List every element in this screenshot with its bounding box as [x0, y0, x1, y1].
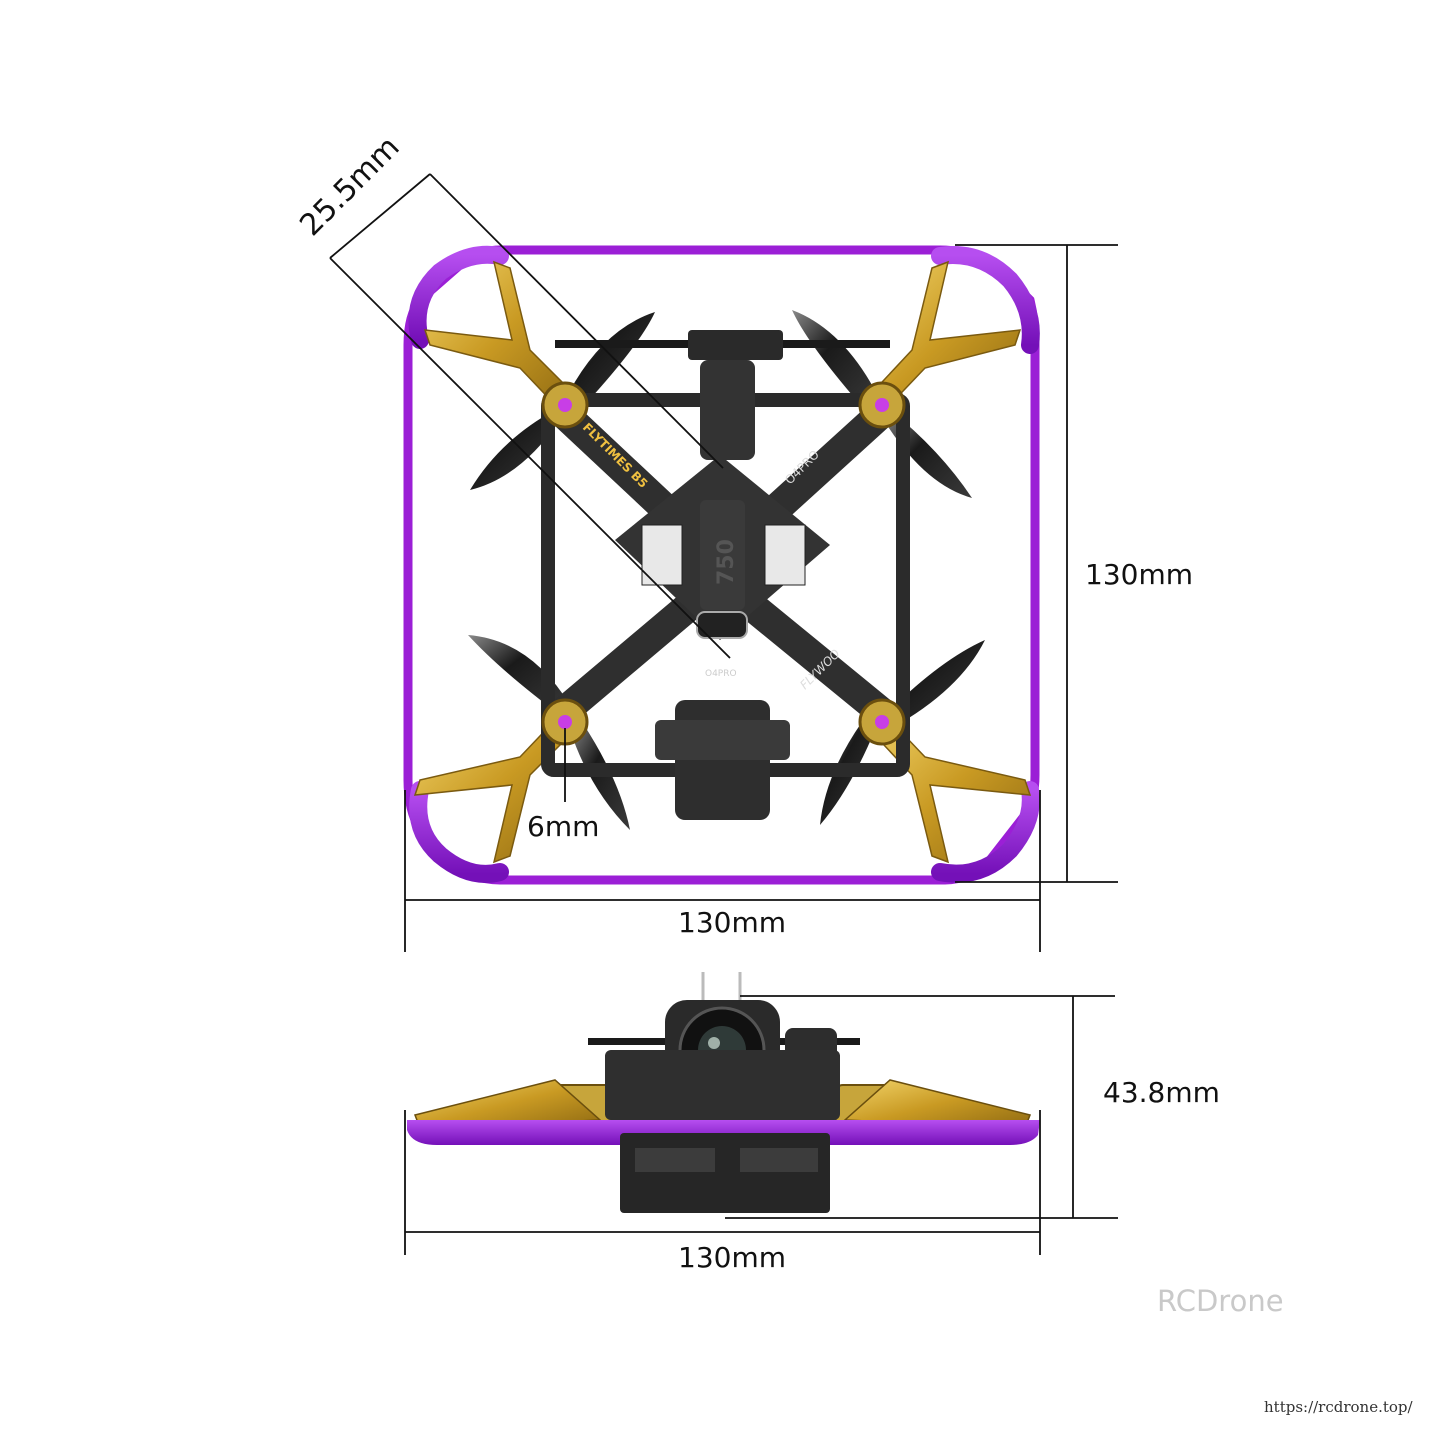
motor-front-left	[541, 381, 589, 429]
side-width-label: 130mm	[678, 1241, 786, 1274]
motor-mount-label: 6mm	[527, 810, 600, 843]
top-view: FLYTIMES B5 O4PRO 750 O4PRO FLYWOO	[403, 245, 1040, 885]
gold-arm-front-right	[868, 260, 1022, 412]
side-view	[407, 972, 1040, 1213]
top-height-label: 130mm	[1085, 558, 1193, 591]
gold-arm-front-left	[423, 260, 577, 412]
side-height-label: 43.8mm	[1103, 1076, 1220, 1109]
motor-rear-left	[541, 698, 589, 746]
motor-front-right	[858, 381, 906, 429]
bottom-module	[620, 1133, 830, 1213]
propeller-front-left	[470, 312, 655, 490]
source-url: https://rcdrone.top/	[1264, 1398, 1413, 1416]
antenna-mount	[555, 330, 890, 460]
dimension-lines-top	[329, 173, 1118, 952]
rear-text-left: O4PRO	[705, 669, 737, 679]
carbon-frame	[541, 393, 910, 777]
watermark: RCDrone	[1157, 1284, 1284, 1318]
center-plate-text: 750	[714, 539, 739, 585]
gold-arm-rear-left	[413, 713, 577, 864]
top-width-label: 130mm	[678, 906, 786, 939]
dimension-lines-side	[404, 995, 1118, 1255]
motor-rear-right	[858, 698, 906, 746]
camera-module-top	[655, 700, 790, 820]
